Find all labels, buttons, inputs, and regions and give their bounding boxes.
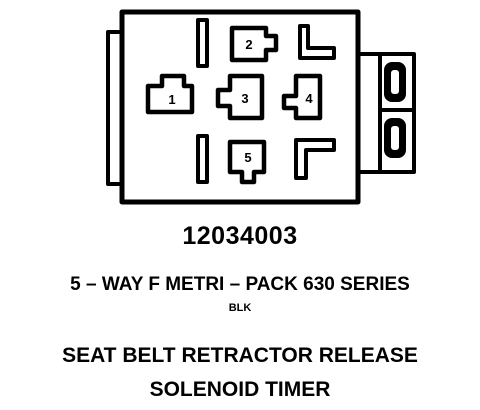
cavity-number-4: 4 — [305, 91, 313, 106]
cavity-number-1: 1 — [168, 92, 175, 107]
application-title-line1: SEAT BELT RETRACTOR RELEASE — [62, 344, 418, 367]
cavity-number-5: 5 — [244, 150, 251, 165]
cavity-5-outline — [227, 139, 267, 185]
cavity-4-outline — [281, 73, 323, 121]
connector-diagram: 2 1 3 4 5 — [106, 9, 416, 205]
cavity-number-2: 2 — [245, 37, 252, 52]
cavity-3-outline — [215, 73, 265, 121]
cavity-1-outline — [145, 73, 195, 115]
latch-housing — [356, 52, 416, 174]
polarization-keys — [196, 18, 336, 184]
part-number: 12034003 — [182, 222, 298, 250]
connector-description: 5 – WAY F METRI – PACK 630 SERIES — [70, 274, 410, 295]
cavity-number-3: 3 — [241, 91, 248, 106]
cavity-2-outline — [229, 25, 279, 63]
connector-color: BLK — [228, 302, 252, 314]
application-title-line2: SOLENOID TIMER — [149, 378, 331, 401]
left-side-rib — [106, 30, 124, 186]
cavity-outlines — [145, 25, 323, 185]
